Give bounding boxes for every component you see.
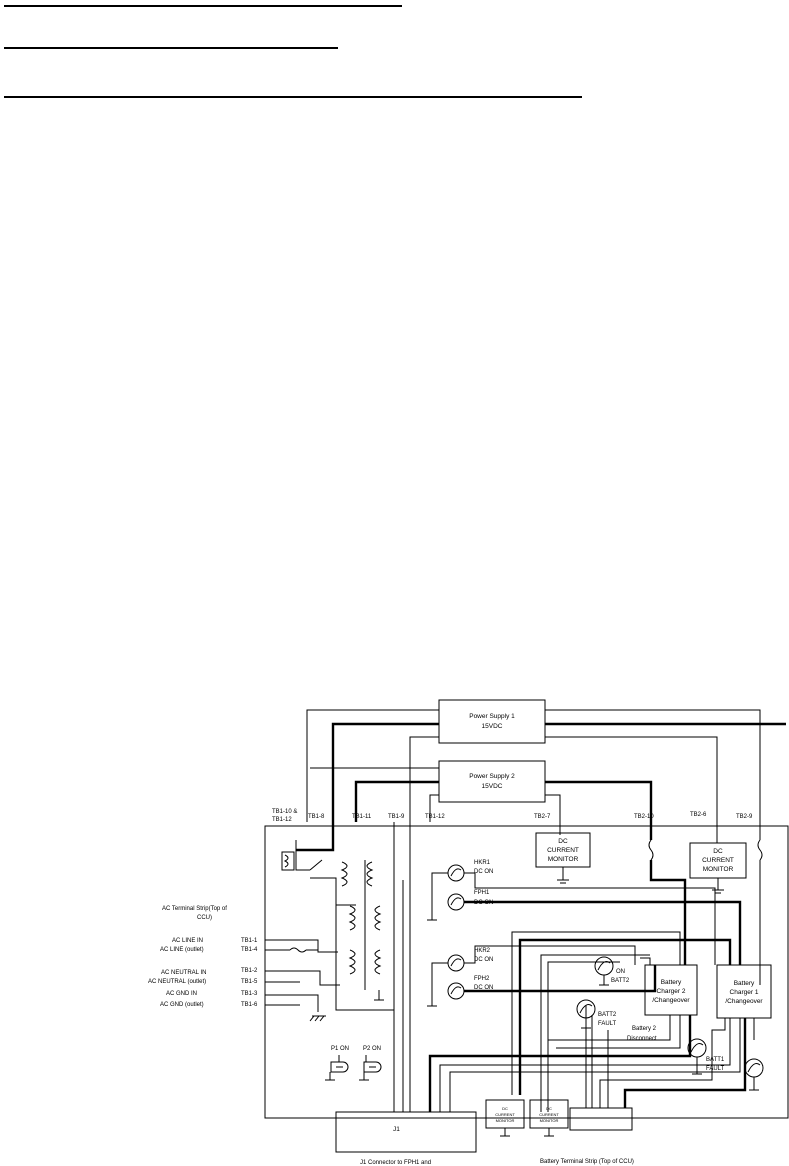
ccu-enclosure [264,825,789,1119]
svg-text:Battery 2: Battery 2 [632,1026,657,1032]
ac-gnd-in: AC GND IN [166,991,197,997]
svg-text:DC: DC [713,848,723,855]
battery-charger-2: Battery Charger 2 /Changeover [644,964,698,1016]
svg-text:Battery: Battery [661,979,682,986]
dc-current-monitor-2: DC CURRENT MONITOR [689,842,747,894]
p2-on-indicator: P2 ON [359,1046,382,1081]
power-supply-1-label: Power Supply 1 [469,713,515,720]
tb1-11-label: TB1-11 [352,814,372,820]
svg-text:Battery: Battery [734,980,755,987]
power-supply-2-voltage: 15VDC [482,783,503,790]
battery-strip-caption: Battery Terminal Strip (Top of CCU) [540,1159,634,1165]
small-dc-current-monitor-1: DC CURRENT MONITOR [485,1099,525,1137]
tb1-3: TB1-3 [241,991,258,997]
svg-text:HKR2: HKR2 [474,948,491,954]
tb2-9-label: TB2-9 [736,814,753,820]
svg-text:P1 ON: P1 ON [331,1046,349,1052]
header-rule-3 [4,96,582,98]
svg-text:CURRENT: CURRENT [495,1112,515,1117]
tb1-6: TB1-6 [241,1002,258,1008]
svg-text:ON: ON [616,969,625,975]
ac-neutral-in: AC NEUTRAL IN [161,970,206,976]
header-rule-1 [4,5,402,7]
small-dc-current-monitor-2: DC CURRENT MONITOR [529,1099,569,1137]
tb1-12-label: TB1-12 [272,817,292,823]
battery1-lamp [744,1058,764,1091]
svg-text:MONITOR: MONITOR [496,1118,515,1123]
svg-text:/Changeover: /Changeover [725,998,763,1005]
batt2-fault-indicator: BATT2 FAULT [576,999,617,1029]
tb1-2: TB1-2 [241,968,258,974]
svg-text:Disconnect: Disconnect [627,1036,657,1042]
svg-text:CURRENT: CURRENT [539,1112,559,1117]
power-supply-1-voltage: 15VDC [482,723,503,730]
tb1-12b-label: TB1-12 [425,814,445,820]
tb1-9-label: TB1-9 [388,814,405,820]
svg-text:P2 ON: P2 ON [363,1046,381,1052]
tb1-10-label: TB1-10 & [272,809,297,815]
j1-caption: J1 Connector to FPH1 and [360,1160,431,1166]
ac-line-in: AC LINE IN [172,938,203,944]
ac-gnd-outlet: AC GND (outlet) [160,1002,204,1008]
top-terminal-labels: TB1-10 & TB1-12 TB1-8 TB1-11 TB1-9 TB1-1… [272,809,753,823]
svg-text:CURRENT: CURRENT [547,847,579,854]
ac-neutral-outlet: AC NEUTRAL (outlet) [148,979,206,985]
fph2-dc-on-indicator: FPH2 DC ON [447,945,657,1000]
svg-text:MONITOR: MONITOR [548,856,579,863]
tb1-1: TB1-1 [241,938,258,944]
ac-terminal-strip: AC Terminal Strip(Top of CCU) AC LINE IN… [148,906,340,1022]
battery2-disconnect-label: Battery 2 Disconnect [627,1026,657,1042]
charger-wiring [428,931,755,1112]
dc-current-monitor-1: DC CURRENT MONITOR [535,832,591,884]
svg-text:DC ON: DC ON [474,869,493,875]
ac-strip-label-2: CCU) [197,915,212,921]
svg-text:BATT2: BATT2 [598,1012,617,1018]
svg-text:FPH1: FPH1 [474,890,490,896]
svg-text:HKR1: HKR1 [474,860,491,866]
on-batt2-indicator: ON BATT2 [594,956,630,986]
transformer-block [281,822,411,1112]
svg-text:DC: DC [502,1106,508,1111]
svg-text:DC: DC [546,1106,552,1111]
header-rule-2 [4,47,338,49]
svg-text:BATT2: BATT2 [611,978,630,984]
svg-text:J1 Connector to FPH1 and: J1 Connector to FPH1 and [360,1160,431,1166]
ac-strip-label-1: AC Terminal Strip(Top of [162,906,227,912]
power-supply-2: Power Supply 2 15VDC [438,760,546,803]
svg-text:MONITOR: MONITOR [540,1118,559,1123]
battery-charger-1: Battery Charger 1 /Changeover [716,964,772,1019]
svg-text:DC: DC [558,838,568,845]
svg-text:Charger 1: Charger 1 [730,989,759,996]
svg-text:CURRENT: CURRENT [702,857,734,864]
svg-text:FAULT: FAULT [598,1021,617,1027]
svg-text:DC ON: DC ON [474,985,493,991]
ac-line-outlet: AC LINE (outlet) [160,947,204,953]
svg-text:DC ON: DC ON [474,957,493,963]
power-supply-1: Power Supply 1 15VDC [438,699,546,744]
svg-text:Charger 2: Charger 2 [657,988,686,995]
svg-text:Battery Terminal Strip (Top of: Battery Terminal Strip (Top of CCU) [540,1159,634,1165]
fph1-dc-on-indicator: FPH1 DC ON [447,872,742,965]
tb1-4: TB1-4 [241,947,258,953]
batt1-fault-indicator: BATT1 FAULT [687,1038,725,1075]
tb2-6-label: TB2-6 [690,812,707,818]
svg-text:/Changeover: /Changeover [652,997,690,1004]
j1-connector: J1 [335,1111,477,1153]
svg-text:BATT1: BATT1 [706,1057,725,1063]
tb1-5: TB1-5 [241,979,258,985]
p1-on-indicator: P1 ON [325,1046,349,1081]
tb2-7-label: TB2-7 [534,814,551,820]
svg-text:FPH2: FPH2 [474,976,490,982]
fuse-symbols [648,820,763,985]
supply-wiring [296,709,786,852]
svg-text:MONITOR: MONITOR [703,866,734,873]
tb1-8-label: TB1-8 [308,814,325,820]
battery-terminal-strip [569,1107,633,1131]
tb2-10-label: TB2-10 [634,814,654,820]
power-supply-2-label: Power Supply 2 [469,773,515,780]
svg-text:J1: J1 [393,1126,400,1133]
svg-text:FAULT: FAULT [706,1066,725,1072]
